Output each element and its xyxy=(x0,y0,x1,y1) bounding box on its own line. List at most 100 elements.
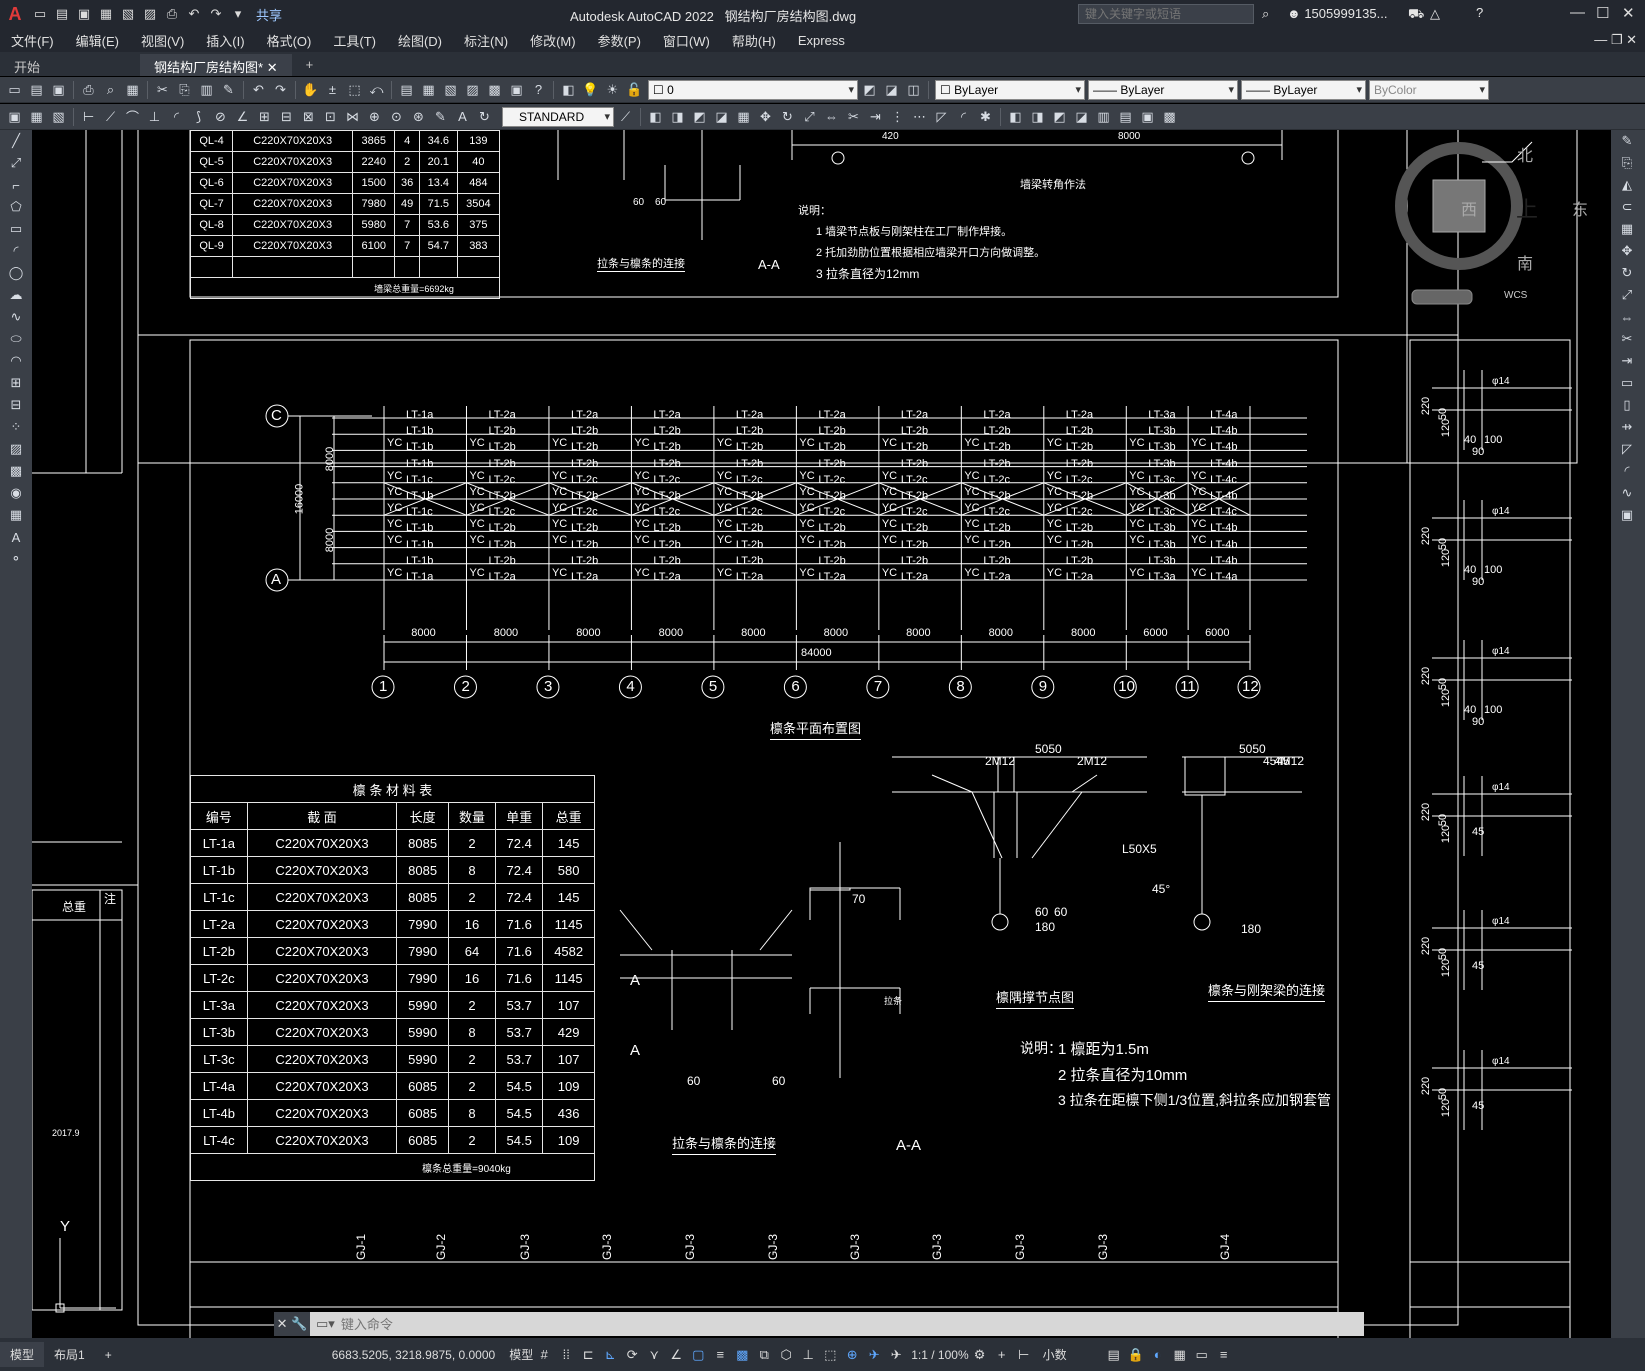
tool-palettes-icon[interactable]: ▧ xyxy=(444,81,457,97)
explode-icon[interactable]: ▣ xyxy=(1620,507,1634,522)
infer-icon[interactable]: ⊏ xyxy=(582,1346,594,1362)
sun-icon[interactable]: ☀ xyxy=(606,81,619,97)
help-icon[interactable]: ? xyxy=(1476,5,1484,20)
layer-select[interactable]: ☐ 0 xyxy=(648,79,858,100)
rotate-icon[interactable]: ↻ xyxy=(1621,265,1633,280)
customization-icon[interactable]: ≡ xyxy=(1219,1347,1228,1362)
properties-icon[interactable]: ▤ xyxy=(400,81,413,97)
match-properties-icon[interactable]: ✎ xyxy=(223,81,234,97)
undo-icon[interactable]: ↶ xyxy=(253,81,264,97)
dim-jogged-icon[interactable]: ⟆ xyxy=(195,108,202,124)
make-current-icon[interactable]: ◩ xyxy=(863,81,876,97)
tolerance-icon[interactable]: ⊕ xyxy=(369,108,380,124)
viewcube-top[interactable]: 上 xyxy=(1516,197,1539,222)
design-center-icon[interactable]: ▦ xyxy=(422,81,435,97)
dim-ordinate-icon[interactable]: ⊥ xyxy=(148,108,161,124)
close-icon[interactable]: ✕ xyxy=(1622,5,1635,22)
layer-states-icon[interactable]: ◫ xyxy=(907,81,920,97)
polygon-icon[interactable]: ⬠ xyxy=(10,199,22,214)
command-history-icon[interactable]: ▭▾ xyxy=(316,1316,335,1331)
dim-text-edit-icon[interactable]: A xyxy=(458,109,467,124)
mirror-icon[interactable]: ◭ xyxy=(1622,177,1632,192)
viewcube-south[interactable]: 南 xyxy=(1517,256,1534,273)
menu-modify[interactable]: 修改(M) xyxy=(530,33,576,49)
markup-icon[interactable]: ▩ xyxy=(488,81,501,97)
annotation-scale[interactable]: 1:1 / 100% xyxy=(911,1347,969,1362)
dynamic-ucs-icon[interactable]: ⊥ xyxy=(802,1346,814,1362)
layer-properties-icon[interactable]: ◧ xyxy=(562,81,575,97)
inspect-icon[interactable]: ⊛ xyxy=(413,108,424,124)
dim-baseline-icon[interactable]: ⊟ xyxy=(281,108,292,124)
revcloud-icon[interactable]: ☁ xyxy=(9,287,23,302)
isodraft-icon[interactable]: ⋎ xyxy=(649,1346,659,1362)
color-select[interactable]: ☐ ByLayer xyxy=(935,79,1085,100)
doc-window-controls[interactable]: — ❐ ✕ xyxy=(1594,32,1637,47)
dim-style-select[interactable]: STANDARD xyxy=(502,106,614,127)
stretch-icon[interactable]: ⇔ xyxy=(1620,309,1634,325)
erase-icon[interactable]: ✎ xyxy=(1621,133,1633,148)
zoom-window-icon[interactable]: ⬚ xyxy=(348,81,361,97)
paste-icon[interactable]: ▥ xyxy=(200,81,213,97)
zoom-previous-icon[interactable]: ⤺ xyxy=(369,81,384,97)
dim-angular-icon[interactable]: ∠ xyxy=(236,108,249,124)
dim-aligned-icon[interactable]: ⟋ xyxy=(105,108,116,124)
maximize-icon[interactable]: ☐ xyxy=(1596,5,1610,22)
menu-draw[interactable]: 绘图(D) xyxy=(397,33,443,49)
center-mark-icon[interactable]: ⊙ xyxy=(391,108,402,124)
search-icon[interactable]: ⌕ xyxy=(1262,6,1270,21)
stretch-icon[interactable]: ⇔ xyxy=(825,109,838,124)
menu-tools[interactable]: 工具(T) xyxy=(333,33,376,49)
ellipse-icon[interactable]: ⬭ xyxy=(10,331,22,346)
cut-icon[interactable]: ✂ xyxy=(157,81,168,97)
add-layout-icon[interactable]: + xyxy=(104,1347,112,1362)
dim-break-icon[interactable]: ⋈ xyxy=(346,108,359,124)
lock-icon[interactable]: 🔓 xyxy=(626,81,643,97)
plot-icon[interactable]: ⎙ xyxy=(166,6,178,21)
dim-continue-icon[interactable]: ⊠ xyxy=(303,108,314,124)
tab-layout1[interactable]: 布局1 xyxy=(54,1348,85,1362)
selection-cycling-icon[interactable]: ⧉ xyxy=(759,1346,769,1362)
draworder-below-icon[interactable]: ◪ xyxy=(1075,108,1088,124)
save-web-icon[interactable]: ▨ xyxy=(143,6,157,21)
save-icon[interactable]: ▣ xyxy=(77,6,91,21)
draworder-icon[interactable]: ▩ xyxy=(1163,108,1176,124)
dim-update-icon[interactable]: ↻ xyxy=(479,108,490,124)
customize-icon[interactable]: ▾ xyxy=(234,6,242,21)
break-point-icon[interactable]: ▭ xyxy=(1620,375,1634,390)
table-icon[interactable]: ▦ xyxy=(9,507,23,522)
point-icon[interactable]: ⁘ xyxy=(10,419,22,434)
open-icon[interactable]: ▤ xyxy=(30,81,43,97)
region-icon[interactable]: ◉ xyxy=(10,485,22,500)
help-search-input[interactable] xyxy=(1078,4,1254,24)
array-icon[interactable]: ▦ xyxy=(1620,221,1634,236)
clean-screen-icon[interactable]: ▭ xyxy=(1195,1346,1208,1362)
spline-icon[interactable]: ∿ xyxy=(10,309,22,324)
dim-space-icon[interactable]: ⊡ xyxy=(325,108,336,124)
save-as-icon[interactable]: ▦ xyxy=(99,6,113,21)
save-icon[interactable]: ▣ xyxy=(52,81,65,97)
scale-icon[interactable]: ⤢ xyxy=(1621,287,1633,302)
lineweight-select[interactable]: —— ByLayer xyxy=(1241,79,1366,100)
attribute-icon[interactable]: ▧ xyxy=(52,108,65,124)
mtext-icon[interactable]: A xyxy=(11,529,21,545)
layer-previous-icon[interactable]: ◪ xyxy=(885,81,898,97)
break-icon[interactable]: ⋮ xyxy=(891,108,904,124)
dim-diameter-icon[interactable]: ⊘ xyxy=(215,108,226,124)
workspace-icon[interactable]: ▣ xyxy=(8,108,21,124)
draworder-front-icon[interactable]: ◧ xyxy=(1009,108,1022,124)
menu-edit[interactable]: 编辑(E) xyxy=(75,33,119,49)
circle-icon[interactable]: ◯ xyxy=(8,265,24,280)
pan-icon[interactable]: ✋ xyxy=(302,81,319,97)
preview-icon[interactable]: ⌕ xyxy=(106,81,115,97)
rotate-icon[interactable]: ↻ xyxy=(782,108,793,124)
new-icon[interactable]: ▭ xyxy=(33,6,47,21)
linetype-select[interactable]: —— ByLayer xyxy=(1088,79,1238,100)
text-front-icon[interactable]: ▥ xyxy=(1097,108,1110,124)
erase-icon[interactable]: ◧ xyxy=(649,108,662,124)
gizmo-icon[interactable]: ⊕ xyxy=(846,1346,858,1362)
sheetset-icon[interactable]: ▨ xyxy=(466,81,479,97)
transparency-icon[interactable]: ▩ xyxy=(736,1346,749,1362)
all-annotation-front-icon[interactable]: ▣ xyxy=(1141,108,1154,124)
viewcube-east[interactable]: 东 xyxy=(1572,202,1589,219)
lineweight-icon[interactable]: ≡ xyxy=(716,1347,725,1362)
